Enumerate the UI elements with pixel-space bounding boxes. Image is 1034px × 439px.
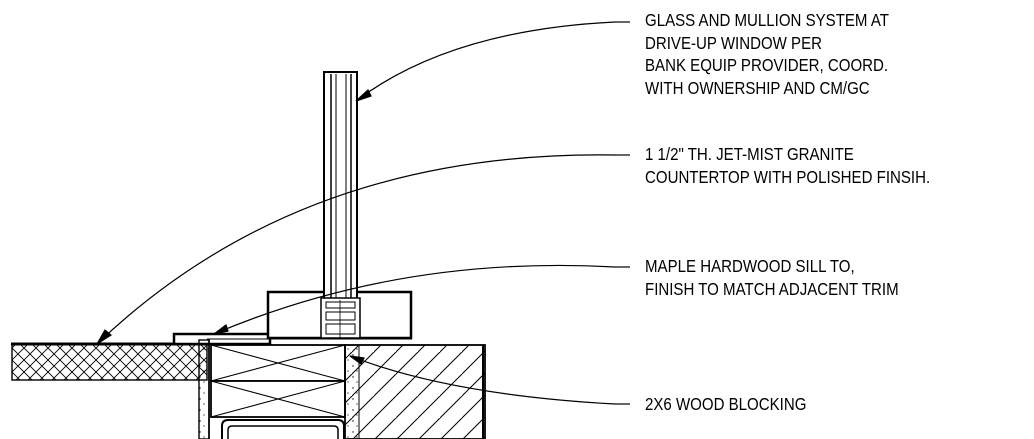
wood-blocking <box>210 344 346 418</box>
leader-maple-sill <box>213 264 630 335</box>
exterior-wall <box>344 344 486 439</box>
callout-line: MAPLE HARDWOOD SILL TO, <box>645 256 855 276</box>
callout-line: WITH OWNERSHIP AND CM/GC <box>645 77 870 98</box>
glass-mullion-system <box>320 71 361 339</box>
wall-framing <box>198 339 345 439</box>
callout-line: 2X6 WOOD BLOCKING <box>645 394 807 414</box>
callout-granite-countertop: 1 1/2" TH. JET-MIST GRANITE COUNTERTOP W… <box>645 143 930 188</box>
callout-line: DRIVE-UP WINDOW PER <box>645 32 822 53</box>
maple-hardwood-sill <box>172 290 413 346</box>
callout-line: COUNTERTOP WITH POLISHED FINSIH. <box>645 166 931 187</box>
callout-line: BANK EQUIP PROVIDER, COORD. <box>645 55 889 75</box>
callout-line: 1 1/2" TH. JET-MIST GRANITE <box>645 144 854 164</box>
granite-countertop <box>11 342 208 381</box>
callout-wood-blocking: 2X6 WOOD BLOCKING <box>645 393 806 416</box>
callout-glass-mullion: GLASS AND MULLION SYSTEM AT DRIVE-UP WIN… <box>645 9 889 99</box>
leader-glass-mullion <box>355 21 630 102</box>
callout-line: GLASS AND MULLION SYSTEM AT <box>645 10 889 30</box>
callout-maple-sill: MAPLE HARDWOOD SILL TO, FINISH TO MATCH … <box>645 255 899 300</box>
leader-wood-blocking <box>349 355 630 405</box>
callout-line: FINISH TO MATCH ADJACENT TRIM <box>645 278 899 299</box>
leader-granite-countertop <box>96 154 630 345</box>
